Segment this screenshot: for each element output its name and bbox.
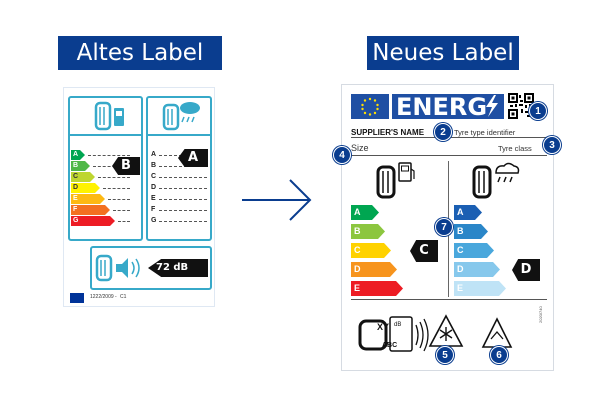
tyre-rain-cloud-icon [162,102,200,131]
wet-grip-grade-b: B [151,162,157,169]
noise-value-indicator: 72 dB [148,259,208,277]
fuel-class-bar-e: E [351,281,403,296]
fuel-class-bar-c: C [71,172,95,182]
energy-title: ENERG [396,93,488,121]
callout-4: 4 [333,146,351,164]
fuel-efficiency-panel [68,96,143,241]
callout-3: 3 [543,136,561,154]
noise-panel [90,246,212,290]
wet-grip-bar-b: B [454,224,488,239]
noise-classes: ABC [382,342,398,349]
tyre-class: Tyre class [498,144,532,153]
tyre-fuel-pump-icon [94,101,124,131]
wet-grip-panel [146,96,212,241]
tyre-rain-cloud-icon [472,162,520,199]
header-neues-label: Neues Label [367,36,519,70]
fuel-class-bar-d: D [351,262,397,277]
tyre-noise-icon [95,254,140,282]
fuel-class-bar-a: A [71,150,85,160]
tyre-noise-icon [358,316,429,352]
supplier-name: SUPPLIER'S NAME [351,128,425,137]
wet-grip-bar-d: D [454,262,500,277]
wet-grip-grade-f: F [151,206,156,213]
eu-flag-icon [70,293,84,303]
callout-1: 1 [529,102,547,120]
fuel-class-bar-b: B [351,224,385,239]
wet-grip-bar-c: C [454,243,494,258]
wet-grip-grade-d: D [151,184,157,191]
wet-class-indicator: D [512,259,540,281]
callout-5: 5 [436,346,454,364]
noise-unit: dB [394,322,402,328]
fuel-class-bar-g: G [71,216,115,226]
wet-grip-grade-g: G [151,217,157,224]
fuel-class-indicator: C [410,240,438,262]
eu-flag-icon [351,94,389,119]
tyre-class-code: C1 [120,294,127,300]
noise-letters: XY [377,322,390,332]
fuel-class-bar-c: C [351,243,391,258]
callout-2: 2 [434,123,452,141]
wet-grip-grade-a: A [151,151,157,158]
callout-7: 7 [435,218,453,236]
wet-grip-bar-a: A [454,205,482,220]
header-altes-label: Altes Label [58,36,222,70]
fuel-class-bar-b: B [71,161,90,171]
wet-grip-grade-c: C [151,173,157,180]
tyre-size: Size [351,143,369,153]
fuel-class-indicator: B [112,157,140,175]
fuel-class-bar-e: E [71,194,105,204]
wet-class-indicator: A [178,149,208,167]
label-footnote: 2020/740 [538,306,543,323]
lightning-icon [486,95,498,117]
fuel-class-bar-d: D [71,183,100,193]
tyre-fuel-pump-icon [376,162,415,199]
tyre-type-identifier: Tyre type identifier [454,128,516,137]
callout-6: 6 [490,346,508,364]
fuel-class-bar-a: A [351,205,379,220]
wet-grip-bar-e: E [454,281,506,296]
fuel-class-bar-f: F [71,205,110,215]
right-arrow-icon [242,179,312,221]
snowflake-mountain-icon [428,314,464,347]
ice-grip-icon [481,317,513,348]
regulation-number: 1222/2009 - [90,294,117,300]
wet-grip-grade-e: E [151,195,156,202]
